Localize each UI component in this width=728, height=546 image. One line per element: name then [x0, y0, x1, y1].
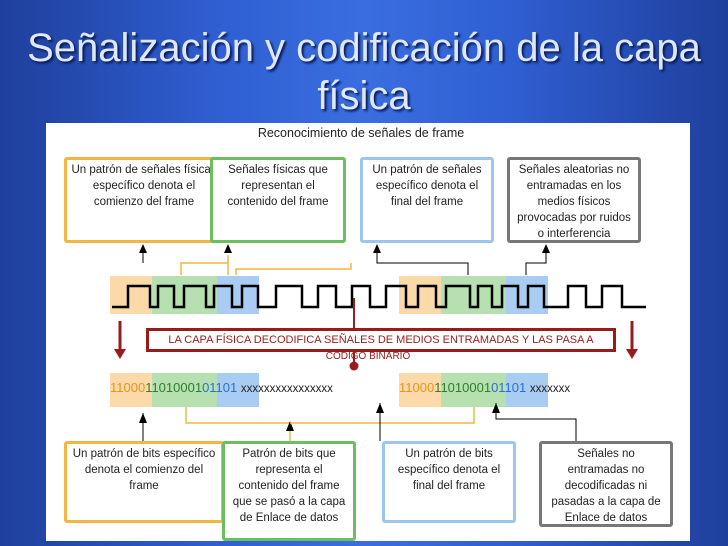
- box-top-frame-end: Un patrón de señales específico denota e…: [360, 157, 494, 243]
- decode-banner: LA CAPA FÍSICA DECODIFICA SEÑALES DE MED…: [146, 328, 616, 352]
- box-top-frame-content: Señales físicas que representan el conte…: [210, 157, 346, 243]
- box-top-frame-content-text: Señales físicas que representan el conte…: [227, 164, 329, 208]
- bits-noise-right: xxxxxxx: [529, 383, 571, 395]
- box-top-noise: Señales aleatorias no entramadas en los …: [507, 157, 641, 243]
- connector-top-3a: [235, 263, 352, 275]
- bits-start-highlight-right: [399, 373, 441, 407]
- box-top-noise-text: Señales aleatorias no entramadas en los …: [517, 164, 631, 240]
- box-bottom-frame-start-text: Un patrón de bits específico denota el c…: [72, 448, 216, 492]
- wave-end-highlight-left: [217, 276, 259, 314]
- bit-string-right: 110001101000101101 xxxxxxx: [399, 380, 570, 395]
- connector-bottom-4: [495, 403, 577, 441]
- box-top-frame-start-text: Un patrón de señales físicas específico …: [71, 164, 217, 208]
- bits-end-left: 01101: [202, 380, 238, 395]
- bits-content-left: 11010001: [145, 380, 203, 395]
- decode-arrowhead-right: [626, 349, 638, 359]
- box-bottom-frame-content-text: Patrón de bits que representa el conteni…: [232, 448, 346, 524]
- decode-arrowhead-left: [114, 349, 126, 359]
- box-bottom-noise-text: Señales no entramadas no decodificadas n…: [551, 448, 661, 524]
- diagram-panel: Reconocimiento de señales de frame Un pa…: [46, 123, 690, 541]
- bit-string-left: 110001101000101101 xxxxxxxxxxxxxxxx: [110, 380, 333, 395]
- physical-signal-waveform: [112, 284, 646, 309]
- bits-content-highlight-right: [441, 373, 506, 407]
- bits-start-left: 11000: [110, 380, 146, 395]
- slide-title: Señalización y codificación de la capa f…: [27, 26, 701, 118]
- box-bottom-frame-end: Un patrón de bits específico denota el f…: [382, 441, 516, 523]
- bits-start-right: 11000: [399, 380, 435, 395]
- connector-bottom-2: [185, 407, 291, 441]
- figure-header: Reconocimiento de señales de frame: [257, 126, 465, 140]
- wave-content-highlight-right: [441, 276, 506, 314]
- bits-content-right: 11010001: [434, 380, 492, 395]
- box-bottom-frame-start: Un patrón de bits específico denota el c…: [64, 441, 224, 523]
- bits-content-highlight-left: [152, 373, 217, 407]
- connector-top-4: [525, 245, 547, 275]
- box-bottom-noise: Señales no entramadas no decodificadas n…: [539, 441, 673, 527]
- box-bottom-frame-content: Patrón de bits que representa el conteni…: [222, 441, 356, 541]
- bits-start-highlight-left: [110, 373, 152, 407]
- box-bottom-frame-end-text: Un patrón de bits específico denota el f…: [397, 448, 501, 492]
- diagram-graphics: [110, 244, 646, 441]
- connector-top-2a: [180, 255, 229, 275]
- bits-end-highlight-left: [217, 373, 259, 407]
- bits-end-right: 01101: [491, 380, 527, 395]
- connector-top-3: [376, 245, 469, 275]
- wave-start-highlight-left: [110, 276, 152, 314]
- decode-dot-center: [349, 361, 359, 371]
- decode-banner-continued: CÓDIGO BINARIO: [325, 351, 411, 362]
- box-top-frame-start: Un patrón de señales físicas específico …: [64, 157, 224, 243]
- box-top-frame-end-text: Un patrón de señales específico denota e…: [372, 164, 482, 208]
- bits-noise-left: xxxxxxxxxxxxxxxx: [240, 383, 333, 395]
- bits-end-highlight-right: [506, 373, 548, 407]
